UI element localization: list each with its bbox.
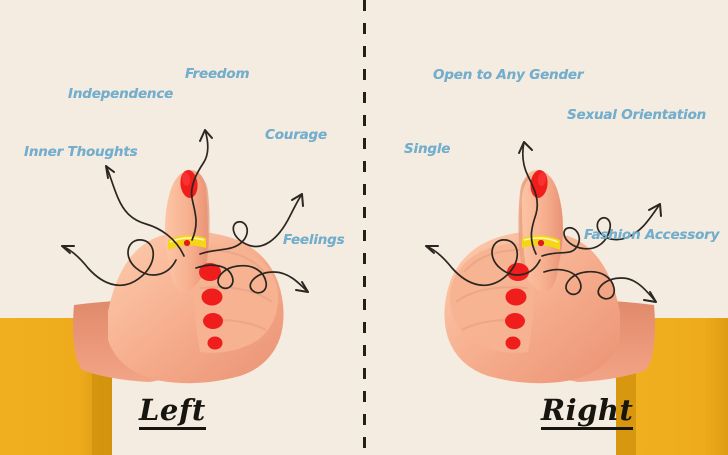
arrow-feelings [195,264,309,294]
arrow-courage [199,193,303,255]
label-independence: Independence [68,86,174,102]
caption-left-text: Left [139,393,206,427]
arrow-freedom [190,129,209,241]
label-courage: Courage [265,127,327,143]
right-hand-illustration [425,141,728,455]
arrow-independence [105,165,185,257]
label-sexual-orientation: Sexual Orientation [567,107,707,123]
arrow-open-to-any-gender [521,141,539,255]
caption-left: Left [139,396,206,430]
caption-right-text: Right [541,393,634,427]
label-single: Single [404,141,451,157]
arrow-sexual-orientation [541,203,661,257]
thumb-nail-left [180,170,198,198]
label-feelings: Feelings [283,232,345,248]
arrow-group-left [61,129,309,294]
arrow-fashion-accessory [543,268,657,303]
left-hand-illustration [0,129,309,455]
finger-nails-left [199,263,223,350]
label-freedom: Freedom [185,66,250,82]
panel-left: Inner Thoughts Independence Freedom Cour… [0,66,345,455]
arrow-group-right [425,141,662,303]
label-inner-thoughts: Inner Thoughts [24,144,138,160]
arrow-single [425,239,541,287]
thumb-right [518,170,563,292]
panel-right: Single Open to Any Gender Sexual Orienta… [364,0,728,455]
arrow-inner-thoughts [61,239,177,287]
caption-right-underline [541,427,634,430]
panel-divider [363,0,366,455]
finger-nails-right [505,263,529,350]
caption-left-underline [139,427,206,430]
label-fashion-accessory: Fashion Accessory [584,227,720,243]
label-open-to-any-gender: Open to Any Gender [433,67,584,83]
caption-right: Right [541,393,634,430]
